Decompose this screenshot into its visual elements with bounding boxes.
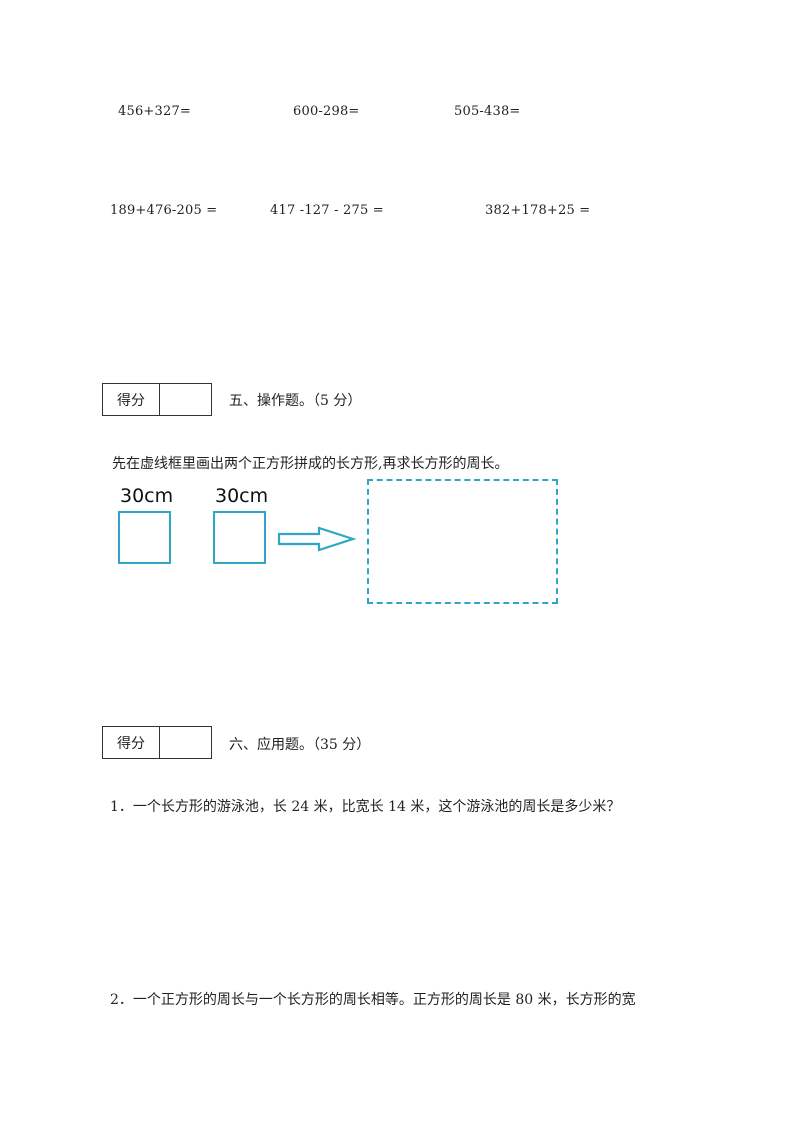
right-arrow-icon: [277, 526, 357, 552]
calc-expression: 456+327=: [118, 104, 192, 119]
drawing-area-frame[interactable]: [367, 479, 558, 604]
calc-expression: 505-438=: [454, 104, 521, 119]
question-text: 1．一个长方形的游泳池，长 24 米，比宽长 14 米，这个游泳池的周长是多少米…: [110, 799, 621, 815]
score-input-cell[interactable]: [160, 727, 211, 758]
square-size-label: 30cm: [215, 485, 269, 507]
score-box: 得分: [102, 383, 212, 416]
calc-expression: 189+476-205 =: [110, 203, 218, 218]
square-shape: [118, 511, 171, 564]
score-label: 得分: [103, 727, 160, 758]
square-shape: [213, 511, 266, 564]
instruction-text: 先在虚线框里画出两个正方形拼成的长方形,再求长方形的周长。: [112, 456, 509, 472]
section-title: 六、应用题。（35 分）: [229, 737, 371, 753]
calc-expression: 600-298=: [293, 104, 360, 119]
score-input-cell[interactable]: [160, 384, 211, 415]
calc-expression: 417 -127 - 275 =: [270, 203, 384, 218]
square-size-label: 30cm: [120, 485, 174, 507]
calc-expression: 382+178+25 =: [485, 203, 591, 218]
section-title: 五、操作题。（5 分）: [229, 393, 362, 409]
question-text: 2．一个正方形的周长与一个长方形的周长相等。正方形的周长是 80 米，长方形的宽: [110, 992, 636, 1008]
score-label: 得分: [103, 384, 160, 415]
score-box: 得分: [102, 726, 212, 759]
